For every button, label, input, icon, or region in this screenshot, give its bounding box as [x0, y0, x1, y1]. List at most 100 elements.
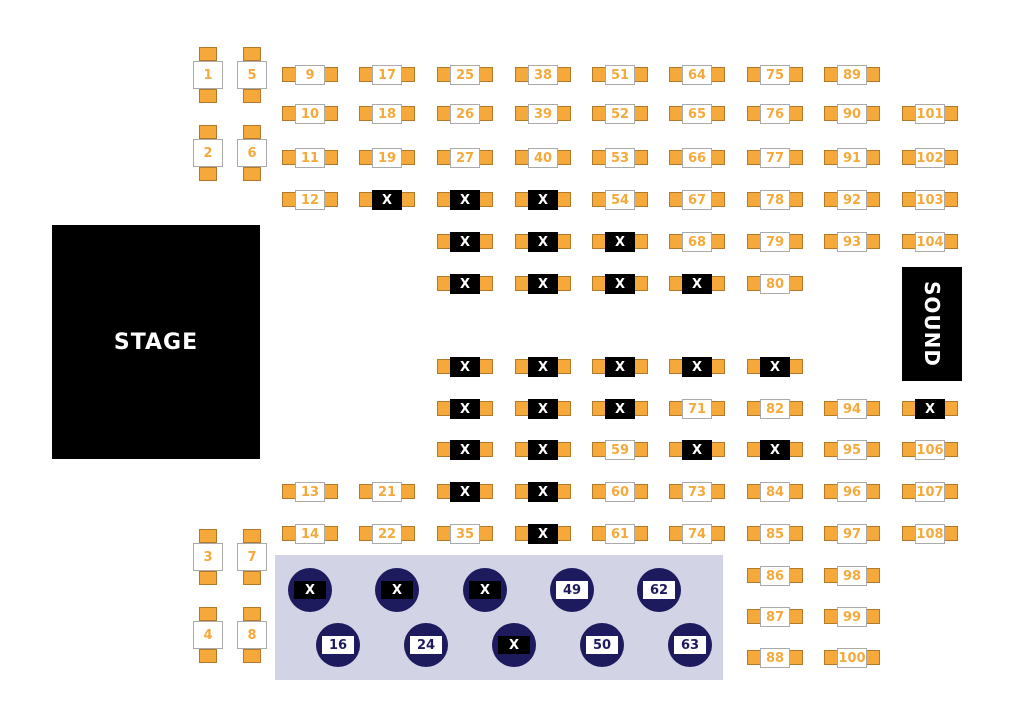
table[interactable]: 93 — [824, 232, 880, 252]
table[interactable]: 85 — [747, 524, 803, 544]
table[interactable]: 87 — [747, 607, 803, 627]
table[interactable]: 52 — [592, 104, 648, 124]
table[interactable]: 67 — [669, 190, 725, 210]
table-vertical[interactable]: 5 — [237, 47, 267, 103]
table-taken[interactable]: X — [437, 357, 493, 377]
table[interactable]: 66 — [669, 148, 725, 168]
table-taken[interactable]: X — [669, 357, 725, 377]
table[interactable]: 79 — [747, 232, 803, 252]
table-taken[interactable]: X — [437, 482, 493, 502]
table-taken[interactable]: X — [515, 357, 571, 377]
table[interactable]: 12 — [282, 190, 338, 210]
table-taken[interactable]: X — [592, 399, 648, 419]
table[interactable]: 54 — [592, 190, 648, 210]
table[interactable]: 96 — [824, 482, 880, 502]
table[interactable]: 77 — [747, 148, 803, 168]
vip-table[interactable]: 49 — [550, 568, 594, 612]
table-taken[interactable]: X — [669, 274, 725, 294]
table[interactable]: 26 — [437, 104, 493, 124]
table-taken[interactable]: X — [902, 399, 958, 419]
table[interactable]: 10 — [282, 104, 338, 124]
table-vertical[interactable]: 7 — [237, 529, 267, 585]
table[interactable]: 53 — [592, 148, 648, 168]
table-vertical[interactable]: 6 — [237, 125, 267, 181]
table[interactable]: 95 — [824, 440, 880, 460]
table[interactable]: 94 — [824, 399, 880, 419]
table[interactable]: 40 — [515, 148, 571, 168]
table[interactable]: 13 — [282, 482, 338, 502]
table-vertical[interactable]: 2 — [193, 125, 223, 181]
table[interactable]: 22 — [359, 524, 415, 544]
table-taken[interactable]: X — [515, 232, 571, 252]
table[interactable]: 27 — [437, 148, 493, 168]
table[interactable]: 9 — [282, 65, 338, 85]
vip-table[interactable]: 16 — [316, 623, 360, 667]
table[interactable]: 14 — [282, 524, 338, 544]
table[interactable]: 21 — [359, 482, 415, 502]
table-vertical[interactable]: 4 — [193, 607, 223, 663]
table[interactable]: 19 — [359, 148, 415, 168]
table-taken[interactable]: X — [515, 440, 571, 460]
table-taken[interactable]: X — [359, 190, 415, 210]
table-taken[interactable]: X — [592, 274, 648, 294]
vip-table[interactable]: 50 — [580, 623, 624, 667]
table-taken[interactable]: X — [515, 399, 571, 419]
table[interactable]: 82 — [747, 399, 803, 419]
table-taken[interactable]: X — [515, 190, 571, 210]
table[interactable]: 18 — [359, 104, 415, 124]
table[interactable]: 98 — [824, 566, 880, 586]
table-vertical[interactable]: 8 — [237, 607, 267, 663]
table[interactable]: 92 — [824, 190, 880, 210]
table[interactable]: 39 — [515, 104, 571, 124]
vip-table[interactable]: 62 — [637, 568, 681, 612]
table[interactable]: 100 — [824, 648, 880, 668]
table[interactable]: 51 — [592, 65, 648, 85]
vip-table[interactable]: 24 — [404, 623, 448, 667]
table[interactable]: 61 — [592, 524, 648, 544]
table-taken[interactable]: X — [437, 399, 493, 419]
table-taken[interactable]: X — [669, 440, 725, 460]
table[interactable]: 101 — [902, 104, 958, 124]
vip-table-taken[interactable]: X — [375, 568, 419, 612]
table[interactable]: 78 — [747, 190, 803, 210]
table[interactable]: 88 — [747, 648, 803, 668]
table-taken[interactable]: X — [592, 357, 648, 377]
table[interactable]: 99 — [824, 607, 880, 627]
table-taken[interactable]: X — [437, 190, 493, 210]
vip-table-taken[interactable]: X — [492, 623, 536, 667]
table-taken[interactable]: X — [747, 357, 803, 377]
vip-table[interactable]: 63 — [668, 623, 712, 667]
table[interactable]: 65 — [669, 104, 725, 124]
table-taken[interactable]: X — [592, 232, 648, 252]
table[interactable]: 103 — [902, 190, 958, 210]
table[interactable]: 108 — [902, 524, 958, 544]
table-vertical[interactable]: 1 — [193, 47, 223, 103]
table[interactable]: 102 — [902, 148, 958, 168]
table[interactable]: 106 — [902, 440, 958, 460]
table[interactable]: 76 — [747, 104, 803, 124]
table[interactable]: 60 — [592, 482, 648, 502]
table[interactable]: 74 — [669, 524, 725, 544]
table-taken[interactable]: X — [747, 440, 803, 460]
table-taken[interactable]: X — [515, 274, 571, 294]
table[interactable]: 59 — [592, 440, 648, 460]
table[interactable]: 38 — [515, 65, 571, 85]
table-taken[interactable]: X — [437, 440, 493, 460]
table[interactable]: 17 — [359, 65, 415, 85]
table-taken[interactable]: X — [515, 482, 571, 502]
table[interactable]: 68 — [669, 232, 725, 252]
table[interactable]: 73 — [669, 482, 725, 502]
table[interactable]: 91 — [824, 148, 880, 168]
table-taken[interactable]: X — [437, 274, 493, 294]
table-vertical[interactable]: 3 — [193, 529, 223, 585]
table[interactable]: 89 — [824, 65, 880, 85]
table[interactable]: 64 — [669, 65, 725, 85]
table[interactable]: 90 — [824, 104, 880, 124]
table[interactable]: 84 — [747, 482, 803, 502]
table[interactable]: 75 — [747, 65, 803, 85]
table[interactable]: 25 — [437, 65, 493, 85]
table[interactable]: 80 — [747, 274, 803, 294]
vip-table-taken[interactable]: X — [463, 568, 507, 612]
table-taken[interactable]: X — [437, 232, 493, 252]
table-taken[interactable]: X — [515, 524, 571, 544]
